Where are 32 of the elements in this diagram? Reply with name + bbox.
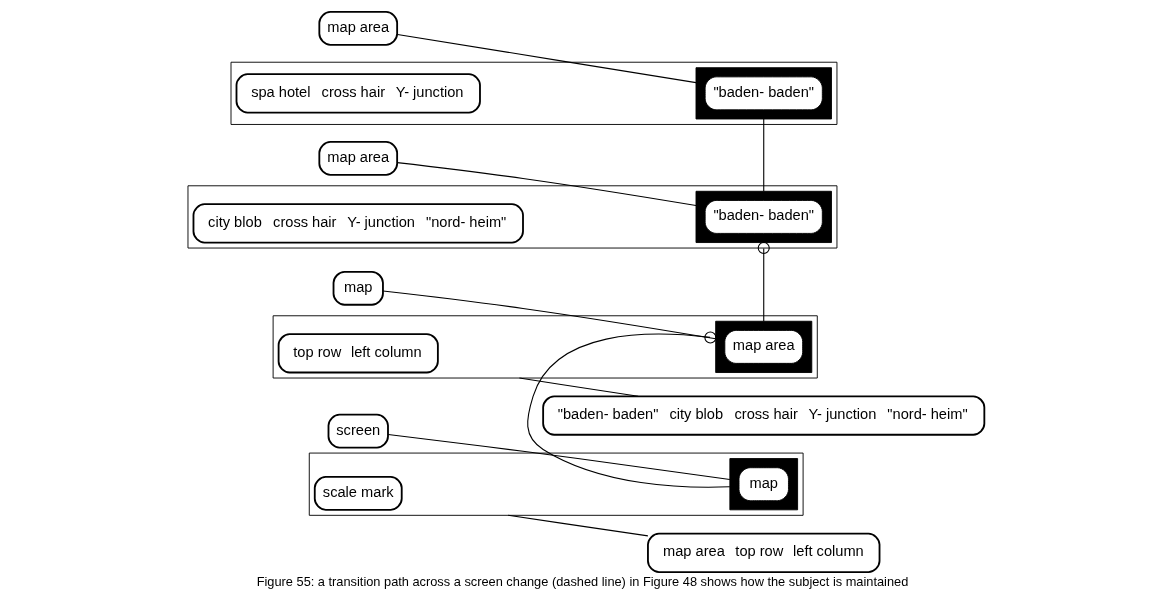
connector <box>396 162 697 207</box>
node-box: map area <box>318 140 399 176</box>
node-box: map <box>738 467 789 502</box>
caption: Figure 55: a transition path across a screen change (dashed line) in Figure 48 shows how the subject is maintained <box>256 573 909 589</box>
node-box: "baden- baden" city blob cross hair Y- junction "nord- heim" <box>542 395 986 436</box>
node-box: "baden- baden" <box>704 76 823 111</box>
node-box: "baden- baden" <box>704 200 823 234</box>
node-box: scale mark <box>313 475 403 511</box>
connector <box>387 434 731 481</box>
cluster <box>695 190 832 243</box>
connector <box>382 290 717 340</box>
node-box: map area <box>724 329 804 364</box>
node-box: city blob cross hair Y- junction "nord- heim" <box>192 203 524 244</box>
node-box: top row left column <box>277 333 439 374</box>
connector <box>396 33 697 84</box>
connector <box>507 514 649 537</box>
connector <box>763 118 765 192</box>
connector <box>518 377 639 397</box>
node-box: spa hotel cross hair Y- junction <box>235 73 481 114</box>
connector <box>757 242 770 322</box>
cluster <box>230 61 838 125</box>
connector <box>527 331 731 488</box>
node-box: map <box>332 270 384 306</box>
cluster <box>715 320 813 373</box>
node-box: screen <box>327 413 389 449</box>
node-box: map area top row left column <box>647 532 881 573</box>
node-box: map area <box>318 10 399 46</box>
cluster <box>729 458 799 511</box>
cluster <box>272 315 818 379</box>
cluster <box>187 185 838 249</box>
cluster <box>695 67 832 120</box>
cluster <box>308 452 804 516</box>
